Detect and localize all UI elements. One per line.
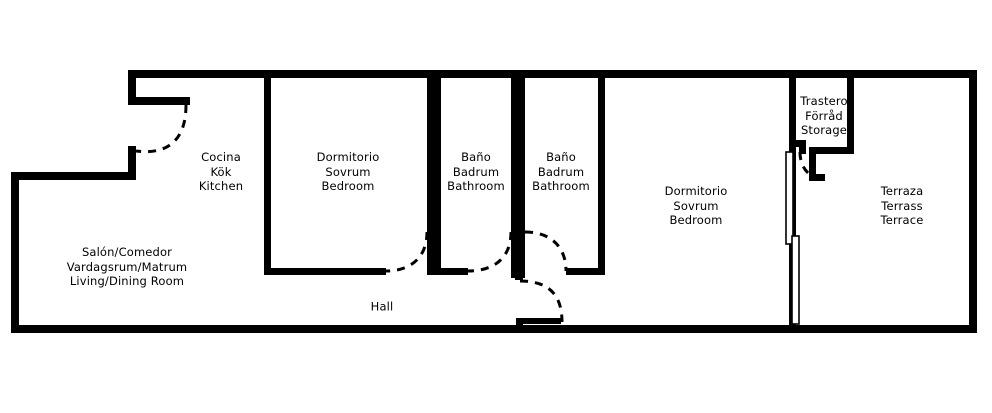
room-label-line: Hall <box>370 299 394 314</box>
door-swing-arcs <box>135 104 827 323</box>
room-label-bedroom-right: Dormitorio Sovrum Bedroom <box>665 184 728 228</box>
room-label-storage: Trastero Förråd Storage <box>800 94 847 138</box>
room-label-line: Kitchen <box>198 179 244 194</box>
room-label-terrace: Terraza Terrass Terrace <box>881 184 924 228</box>
room-label-line: Bathroom <box>532 179 590 194</box>
interior-walls <box>264 70 854 333</box>
bedroom-left-door-arc <box>385 231 429 273</box>
bathroom-one-door-arc <box>467 231 513 273</box>
room-label-line: Salón/Comedor <box>81 245 173 260</box>
room-label-line: Badrum <box>452 164 500 179</box>
room-label-line: Dormitorio <box>664 184 728 199</box>
room-label-living-dining: Salón/Comedor Vardagsrum/Matrum Living/D… <box>67 245 188 289</box>
room-label-line: Bedroom <box>321 179 375 194</box>
room-label-line: Sovrum <box>325 164 371 179</box>
room-label-bedroom-left: Dormitorio Sovrum Bedroom <box>317 150 380 194</box>
room-label-bathroom-one: Baño Badrum Bathroom <box>447 150 505 194</box>
room-label-line: Baño <box>461 150 491 165</box>
room-label-line: Badrum <box>537 164 585 179</box>
room-label-line: Terrace <box>880 213 924 228</box>
room-label-line: Terrass <box>881 198 923 213</box>
door-jambs <box>516 318 561 333</box>
sliding-panel-upper <box>785 151 794 245</box>
room-label-line: Trastero <box>800 94 848 109</box>
room-label-line: Storage <box>800 123 848 138</box>
room-label-line: Kök <box>210 164 232 179</box>
room-label-line: Baño <box>546 150 576 165</box>
room-label-line: Bathroom <box>447 179 505 194</box>
hall-entry-door-arc <box>519 279 564 323</box>
terrace-sliding-door <box>785 151 800 325</box>
room-label-line: Sovrum <box>673 198 719 213</box>
bathroom-two-door-arc <box>524 230 568 272</box>
exterior-walls <box>11 70 977 333</box>
room-label-line: Dormitorio <box>316 150 380 165</box>
room-label-line: Terraza <box>880 184 924 199</box>
entrance-door-arc <box>135 104 188 154</box>
storage-door-arc <box>798 151 827 181</box>
room-label-bathroom-two: Baño Badrum Bathroom <box>532 150 590 194</box>
room-label-line: Förråd <box>805 108 843 123</box>
sliding-panel-lower <box>791 235 800 325</box>
room-label-line: Bedroom <box>669 213 723 228</box>
room-label-line: Living/Dining Room <box>69 274 185 289</box>
room-label-hall: Hall <box>371 300 394 315</box>
room-label-line: Vardagsrum/Matrum <box>66 259 188 274</box>
room-label-line: Cocina <box>201 150 241 165</box>
room-label-kitchen: Cocina Kök Kitchen <box>199 150 243 194</box>
